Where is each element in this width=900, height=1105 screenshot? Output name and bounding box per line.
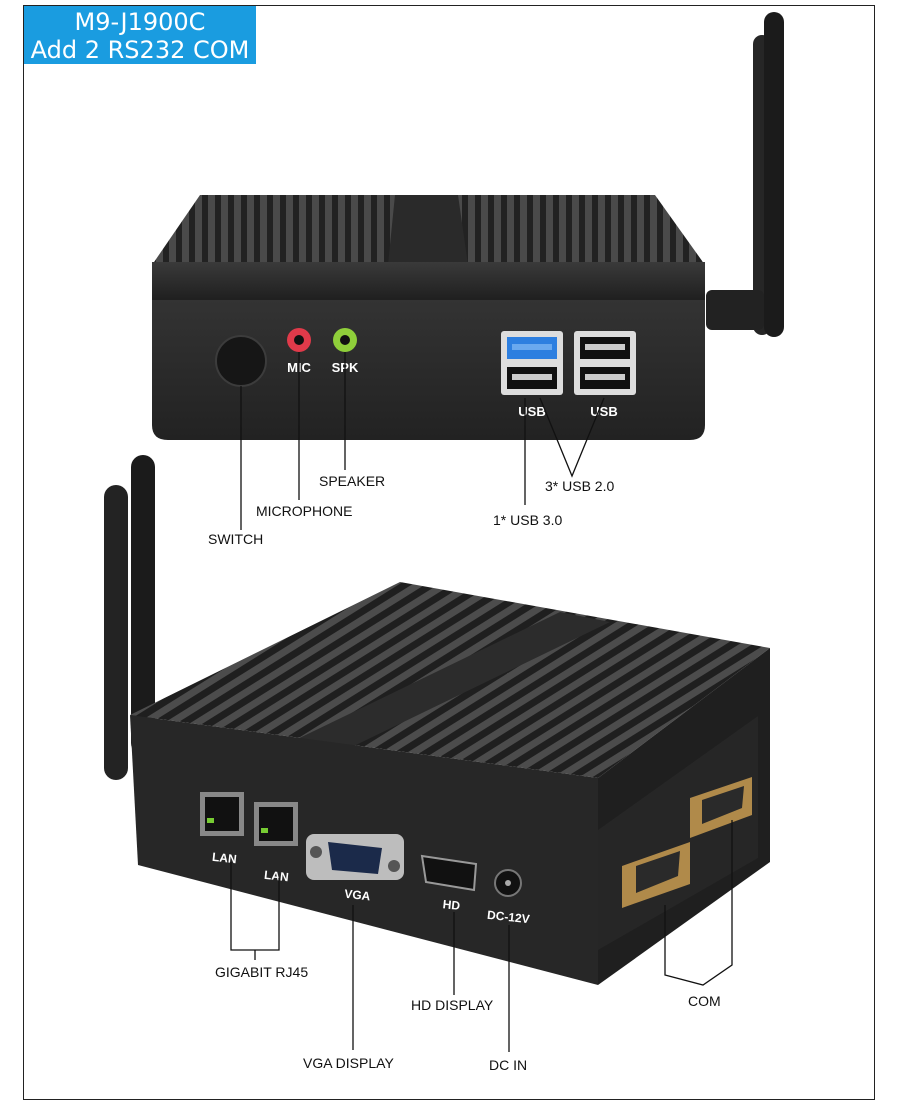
callout-switch: SWITCH xyxy=(208,531,264,547)
front-unit: MIC SPK USB USB xyxy=(152,12,784,440)
mic-jack-icon xyxy=(287,328,311,352)
rear-antenna xyxy=(104,455,155,780)
lan-marking-2: LAN xyxy=(263,868,289,885)
dc-marking: DC-12V xyxy=(486,908,530,926)
front-antenna xyxy=(706,12,784,337)
callout-com: COM xyxy=(688,993,721,1009)
callout-usb3: 1* USB 3.0 xyxy=(493,512,563,528)
usb-port-stack-left xyxy=(501,331,563,395)
callout-usb2: 3* USB 2.0 xyxy=(545,478,615,494)
rear-callout-lines xyxy=(230,820,733,1052)
callout-speaker: SPEAKER xyxy=(319,473,386,489)
front-callout-lines xyxy=(240,352,605,530)
vga-marking: VGA xyxy=(344,887,372,904)
title-line-2: Add 2 RS232 COM xyxy=(30,36,250,64)
title-badge: M9-J1900C Add 2 RS232 COM xyxy=(24,6,256,64)
lan-port-1-icon xyxy=(200,792,244,836)
usb-marking-left: USB xyxy=(518,404,545,419)
dc-jack-icon xyxy=(494,869,522,897)
com-port-1-icon xyxy=(690,777,752,838)
lan-marking-1: LAN xyxy=(211,850,237,867)
usb-port-stack-right xyxy=(574,331,636,395)
usb-marking-right: USB xyxy=(590,404,617,419)
callout-gigabit-rj45: GIGABIT RJ45 xyxy=(215,964,309,980)
image-frame xyxy=(23,5,875,1100)
callout-vga-display: VGA DISPLAY xyxy=(303,1055,394,1071)
callout-dc-in: DC IN xyxy=(489,1057,528,1073)
com-port-2-icon xyxy=(622,842,690,908)
speaker-jack-icon xyxy=(333,328,357,352)
callout-hd-display: HD DISPLAY xyxy=(411,997,494,1013)
callout-microphone: MICROPHONE xyxy=(256,503,353,519)
hd-marking: HD xyxy=(442,897,461,913)
power-switch xyxy=(215,335,267,387)
vga-port-icon xyxy=(306,834,404,880)
lan-port-2-icon xyxy=(254,802,298,846)
rear-unit: LAN LAN VGA HD DC-12V xyxy=(104,455,770,985)
hdmi-port-icon xyxy=(420,854,478,892)
title-line-1: M9-J1900C xyxy=(74,8,206,36)
